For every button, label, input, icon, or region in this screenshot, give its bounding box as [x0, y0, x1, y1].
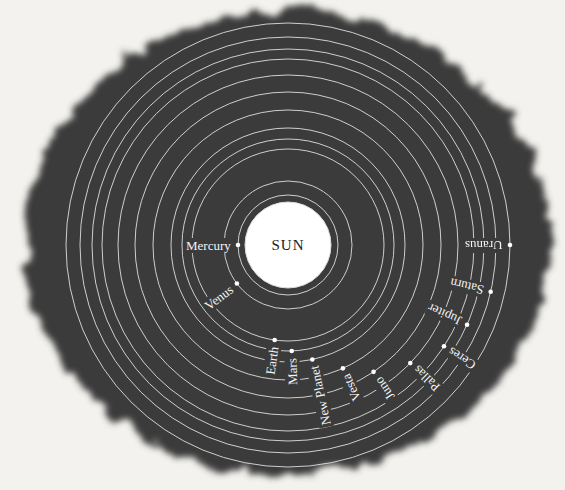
- sun-disc: SUN: [244, 201, 332, 289]
- planet-dot: [341, 366, 346, 371]
- planet-name: Mars: [284, 356, 300, 387]
- orbit-ring: [92, 49, 484, 441]
- orbit-ring: [238, 195, 338, 295]
- sun-label: SUN: [271, 237, 304, 254]
- planet-dot: [508, 243, 513, 248]
- orbit-ring: [171, 128, 405, 362]
- planet-name: Uranus: [463, 238, 505, 253]
- orbit-ring: [224, 181, 352, 309]
- planet-dot: [371, 370, 376, 375]
- orbit-ring: [66, 23, 510, 467]
- orbit-ring: [182, 139, 394, 351]
- planet-dot: [289, 349, 294, 354]
- planet-dot: [272, 338, 277, 343]
- planet-name: Vesta: [338, 370, 365, 405]
- dark-sky: [26, 11, 550, 475]
- planet-dot: [310, 357, 315, 362]
- planet-name: Earth: [262, 344, 281, 378]
- planet-name: Ceres: [444, 343, 480, 374]
- orbit-ring: [118, 75, 458, 415]
- planet-name: Juno: [370, 372, 398, 404]
- planet-name: New Planet: [306, 363, 334, 429]
- planet-dot: [408, 361, 413, 366]
- planet-dot: [236, 243, 241, 248]
- orbit-ring: [102, 59, 474, 431]
- planet-dot: [488, 289, 493, 294]
- orbit-ring: [80, 37, 496, 453]
- planet-dot: [442, 344, 447, 349]
- planet-name: Jupiter: [424, 300, 466, 330]
- planet-name: Pallas: [409, 361, 445, 396]
- planet-dot: [235, 281, 240, 286]
- planet-name: Venus: [200, 281, 238, 315]
- orbit-ring: [135, 92, 441, 398]
- planet-name: Saturn: [447, 275, 487, 298]
- planet-dot: [465, 322, 470, 327]
- sun-circle: [245, 202, 331, 288]
- planet-name: Mercury: [184, 238, 233, 253]
- orbit-ring: [153, 110, 423, 380]
